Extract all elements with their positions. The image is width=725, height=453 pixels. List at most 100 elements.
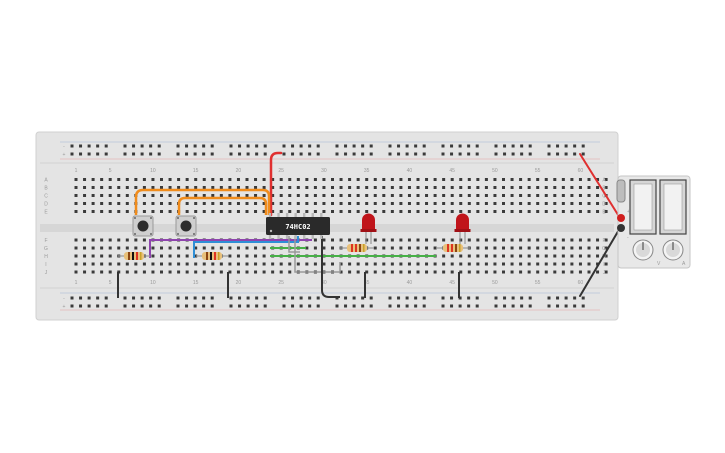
rail-hole[interactable] (450, 144, 454, 148)
hole[interactable] (596, 186, 600, 189)
hole[interactable] (459, 202, 463, 205)
rail-hole[interactable] (299, 296, 303, 300)
rail-hole[interactable] (132, 304, 136, 308)
hole[interactable] (134, 270, 138, 274)
rail-hole[interactable] (528, 296, 532, 300)
hole[interactable] (339, 238, 343, 242)
hole[interactable] (288, 262, 292, 266)
hole[interactable] (442, 270, 446, 274)
hole[interactable] (604, 262, 608, 266)
hole[interactable] (83, 254, 87, 258)
rail-hole[interactable] (467, 152, 471, 156)
hole[interactable] (442, 202, 446, 205)
hole[interactable] (502, 210, 505, 213)
rail-hole[interactable] (291, 152, 295, 156)
hole[interactable] (177, 178, 181, 181)
hole[interactable] (83, 194, 87, 197)
hole[interactable] (322, 186, 326, 189)
hole[interactable] (544, 262, 548, 266)
hole[interactable] (100, 254, 104, 258)
hole[interactable] (553, 178, 557, 181)
hole[interactable] (476, 270, 480, 274)
rail-hole[interactable] (458, 144, 462, 148)
rail-hole[interactable] (149, 144, 153, 148)
hole[interactable] (160, 194, 163, 197)
hole[interactable] (211, 178, 215, 181)
hole[interactable] (596, 238, 600, 242)
rail-hole[interactable] (352, 304, 356, 308)
hole[interactable] (433, 178, 437, 181)
rail-hole[interactable] (140, 144, 144, 148)
rail-hole[interactable] (581, 304, 585, 308)
rail-hole[interactable] (79, 296, 83, 300)
hole[interactable] (185, 210, 189, 213)
rail-hole[interactable] (361, 304, 365, 308)
rail-hole[interactable] (157, 144, 161, 148)
hole[interactable] (160, 202, 163, 205)
hole[interactable] (365, 238, 369, 242)
rail-hole[interactable] (520, 296, 524, 300)
rail-hole[interactable] (316, 296, 320, 300)
hole[interactable] (151, 186, 155, 189)
rail-hole[interactable] (316, 152, 320, 156)
hole[interactable] (356, 178, 360, 181)
hole[interactable] (117, 178, 121, 181)
hole[interactable] (365, 178, 369, 181)
hole[interactable] (219, 246, 223, 250)
hole[interactable] (561, 246, 565, 250)
rail-hole[interactable] (185, 152, 189, 156)
rail-hole[interactable] (238, 152, 242, 156)
hole[interactable] (561, 254, 565, 258)
rail-hole[interactable] (263, 152, 267, 156)
hole[interactable] (416, 246, 420, 250)
hole[interactable] (604, 210, 608, 213)
hole[interactable] (390, 238, 394, 242)
hole[interactable] (236, 186, 240, 189)
hole[interactable] (117, 262, 121, 266)
rail-hole[interactable] (441, 296, 445, 300)
hole[interactable] (390, 210, 394, 213)
hole[interactable] (493, 238, 497, 242)
rail-hole[interactable] (149, 296, 153, 300)
rail-hole[interactable] (87, 296, 91, 300)
rail-hole[interactable] (458, 304, 462, 308)
hole[interactable] (587, 186, 591, 189)
hole[interactable] (305, 186, 309, 189)
hole[interactable] (296, 178, 300, 181)
hole[interactable] (151, 262, 155, 266)
hole[interactable] (425, 202, 429, 205)
rail-hole[interactable] (299, 152, 303, 156)
hole[interactable] (519, 254, 523, 258)
wire-black-supply[interactable] (579, 227, 621, 297)
hole[interactable] (262, 186, 266, 189)
rail-hole[interactable] (308, 144, 312, 148)
hole[interactable] (296, 202, 300, 205)
hole[interactable] (245, 254, 249, 258)
hole[interactable] (245, 186, 249, 189)
hole[interactable] (561, 178, 565, 181)
hole[interactable] (373, 270, 377, 274)
rail-hole[interactable] (316, 304, 320, 308)
hole[interactable] (442, 194, 446, 197)
hole[interactable] (279, 194, 283, 197)
hole[interactable] (425, 270, 429, 274)
hole[interactable] (125, 270, 129, 274)
hole[interactable] (331, 246, 334, 250)
hole[interactable] (544, 186, 548, 189)
hole[interactable] (416, 270, 420, 274)
rail-hole[interactable] (581, 152, 585, 156)
hole[interactable] (356, 262, 360, 266)
hole[interactable] (450, 238, 454, 242)
hole[interactable] (604, 178, 608, 181)
pushbutton-2[interactable] (175, 215, 197, 237)
hole[interactable] (185, 186, 189, 189)
hole[interactable] (202, 178, 206, 181)
hole[interactable] (356, 210, 360, 213)
hole[interactable] (382, 194, 386, 197)
hole[interactable] (459, 210, 463, 213)
hole[interactable] (596, 254, 600, 258)
hole[interactable] (91, 238, 95, 242)
hole[interactable] (117, 202, 121, 205)
hole[interactable] (322, 194, 326, 197)
wire-orange-2[interactable] (177, 196, 268, 215)
